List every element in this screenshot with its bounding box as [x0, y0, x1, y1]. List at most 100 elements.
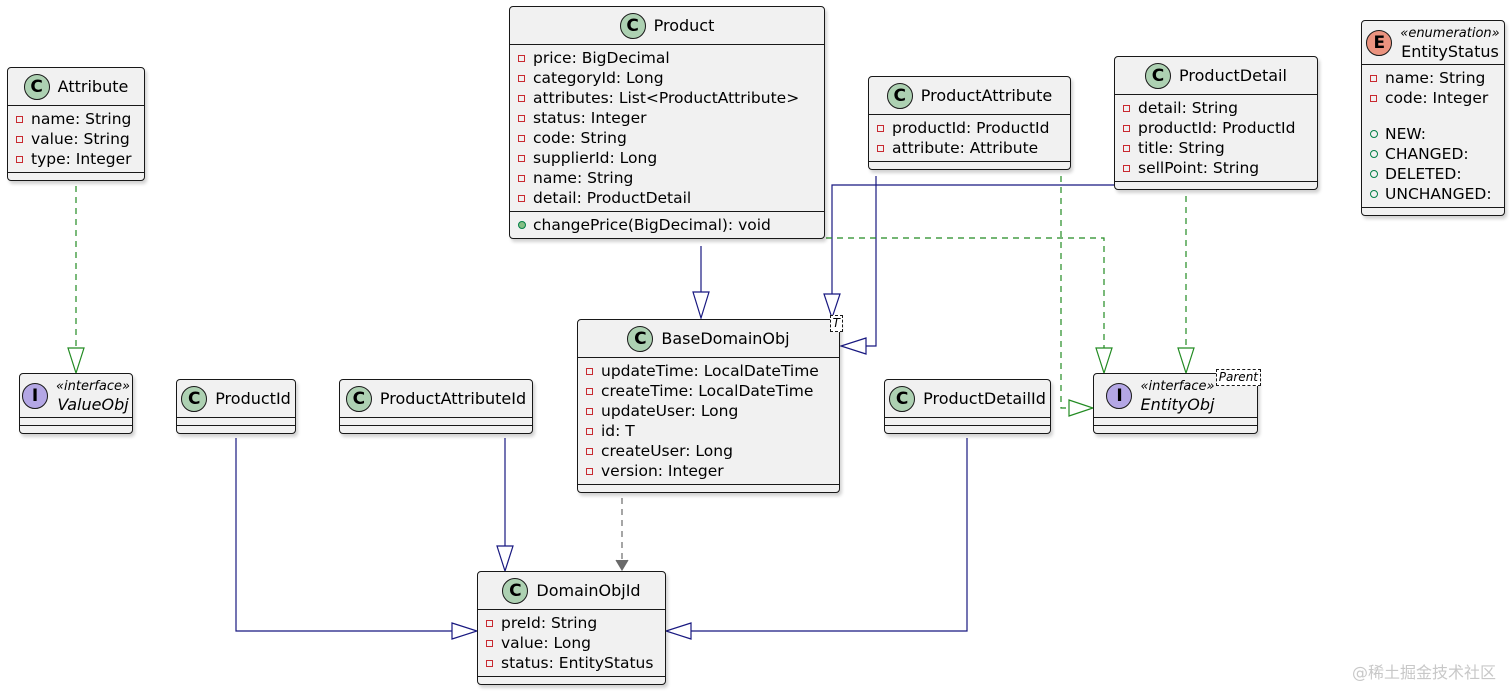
fields-section: [177, 418, 295, 426]
watermark: @稀土掘金技术社区: [1351, 663, 1496, 682]
private-icon: [518, 74, 525, 82]
method-text: changePrice(BigDecimal): void: [533, 216, 771, 234]
private-icon: [486, 639, 493, 647]
field-text: name: String: [31, 110, 132, 128]
private-icon: [586, 467, 593, 475]
field-text: productId: ProductId: [1138, 119, 1296, 137]
class-header: C Product: [510, 7, 824, 45]
private-icon: [1123, 104, 1130, 112]
methods-section: [1094, 426, 1257, 433]
interface-valueobj[interactable]: I «interface» ValueObj: [19, 373, 133, 434]
edge-productdetail-implements-entityobj: [1177, 196, 1195, 375]
private-icon: [586, 427, 593, 435]
class-productdetail[interactable]: C ProductDetail detail: String productId…: [1114, 56, 1318, 190]
private-icon: [586, 387, 593, 395]
field-row: status: Integer: [510, 108, 824, 128]
class-productattributeid[interactable]: C ProductAttributeId: [339, 379, 533, 434]
field-text: detail: String: [1138, 99, 1238, 117]
field-text: updateUser: Long: [601, 402, 739, 420]
methods-section: [1362, 208, 1504, 215]
field-row: supplierId: Long: [510, 148, 824, 168]
class-name: ProductDetail: [1179, 66, 1287, 85]
fields-section: [1094, 418, 1257, 426]
field-text: code: Integer: [1385, 89, 1489, 107]
class-name: ValueObj: [57, 394, 129, 414]
methods-section: [177, 426, 295, 433]
title-block: «interface» ValueObj: [56, 378, 130, 414]
fields-section: price: BigDecimal categoryId: Long attri…: [510, 45, 824, 212]
class-icon: C: [23, 73, 50, 100]
constant-text: CHANGED:: [1385, 145, 1469, 163]
private-icon: [1123, 144, 1130, 152]
private-icon: [16, 115, 23, 123]
edge-product-implements-entityobj: [826, 237, 1113, 375]
methods-section: changePrice(BigDecimal): void: [510, 212, 824, 238]
class-icon: C: [345, 385, 372, 412]
private-icon: [518, 114, 525, 122]
field-row: categoryId: Long: [510, 68, 824, 88]
private-icon: [586, 367, 593, 375]
class-name: ProductId: [215, 389, 291, 408]
private-icon: [1123, 124, 1130, 132]
fields-section: productId: ProductId attribute: Attribut…: [869, 115, 1070, 162]
class-icon: C: [619, 12, 646, 39]
field-row: productId: ProductId: [869, 118, 1070, 138]
private-icon: [877, 124, 884, 132]
private-icon: [586, 447, 593, 455]
private-icon: [586, 407, 593, 415]
class-header: I «interface» EntityObj Parent: [1094, 369, 1261, 418]
class-productdetailid[interactable]: C ProductDetailId: [884, 379, 1051, 434]
enum-entitystatus[interactable]: E «enumeration» EntityStatus name: Strin…: [1361, 20, 1505, 216]
class-productattribute[interactable]: C ProductAttribute productId: ProductId …: [868, 76, 1071, 170]
field-row: value: Long: [478, 633, 665, 653]
fields-section: updateTime: LocalDateTime createTime: Lo…: [578, 358, 839, 485]
constant-row: CHANGED:: [1362, 144, 1504, 164]
class-name: ProductAttributeId: [379, 389, 527, 408]
class-icon: C: [627, 325, 654, 352]
class-attribute[interactable]: C Attribute name: String value: String t…: [7, 67, 145, 181]
private-icon: [486, 619, 493, 627]
constant-text: UNCHANGED:: [1385, 185, 1492, 203]
field-text: value: Long: [501, 634, 591, 652]
field-row: code: Integer: [1362, 88, 1504, 108]
field-text: version: Integer: [601, 462, 724, 480]
method-row: changePrice(BigDecimal): void: [510, 215, 824, 235]
interface-entityobj[interactable]: I «interface» EntityObj Parent: [1093, 369, 1261, 434]
constant-text: NEW:: [1385, 125, 1427, 143]
stereotype-label: «interface»: [55, 378, 131, 394]
class-domainobjid[interactable]: C DomainObjId preId: String value: Long …: [477, 571, 666, 685]
class-icon: C: [1145, 62, 1172, 89]
fields-section: name: String code: Integer NEW: CHANGED:…: [1362, 65, 1504, 208]
edge-productattributeid-extends-domainobjid: [496, 438, 514, 573]
class-basedomainobj[interactable]: C BaseDomainObj T updateTime: LocalDateT…: [577, 315, 843, 493]
fields-section: [20, 418, 132, 426]
methods-section: [1115, 182, 1317, 189]
class-header: I «interface» ValueObj: [20, 374, 132, 418]
field-text: code: String: [533, 129, 627, 147]
field-text: productId: ProductId: [892, 119, 1050, 137]
methods-section: [340, 426, 532, 433]
class-product[interactable]: C Product price: BigDecimal categoryId: …: [509, 6, 825, 239]
methods-section: [869, 162, 1070, 169]
field-row: updateUser: Long: [578, 401, 839, 421]
methods-section: [885, 426, 1050, 433]
field-text: updateTime: LocalDateTime: [601, 362, 819, 380]
generic-parameter: T: [829, 315, 843, 332]
methods-section: [8, 173, 144, 180]
field-row: code: String: [510, 128, 824, 148]
field-text: id: T: [601, 422, 635, 440]
class-name: Attribute: [57, 77, 129, 96]
private-icon: [518, 154, 525, 162]
class-productid[interactable]: C ProductId: [176, 379, 296, 434]
methods-section: [578, 485, 839, 492]
field-row: id: T: [578, 421, 839, 441]
field-row: detail: String: [1115, 98, 1317, 118]
title-block: «enumeration» EntityStatus: [1400, 25, 1499, 61]
field-row: preId: String: [478, 613, 665, 633]
class-icon: C: [502, 577, 529, 604]
private-icon: [518, 54, 525, 62]
field-text: sellPoint: String: [1138, 159, 1260, 177]
field-row: attributes: List<ProductAttribute>: [510, 88, 824, 108]
private-icon: [486, 659, 493, 667]
